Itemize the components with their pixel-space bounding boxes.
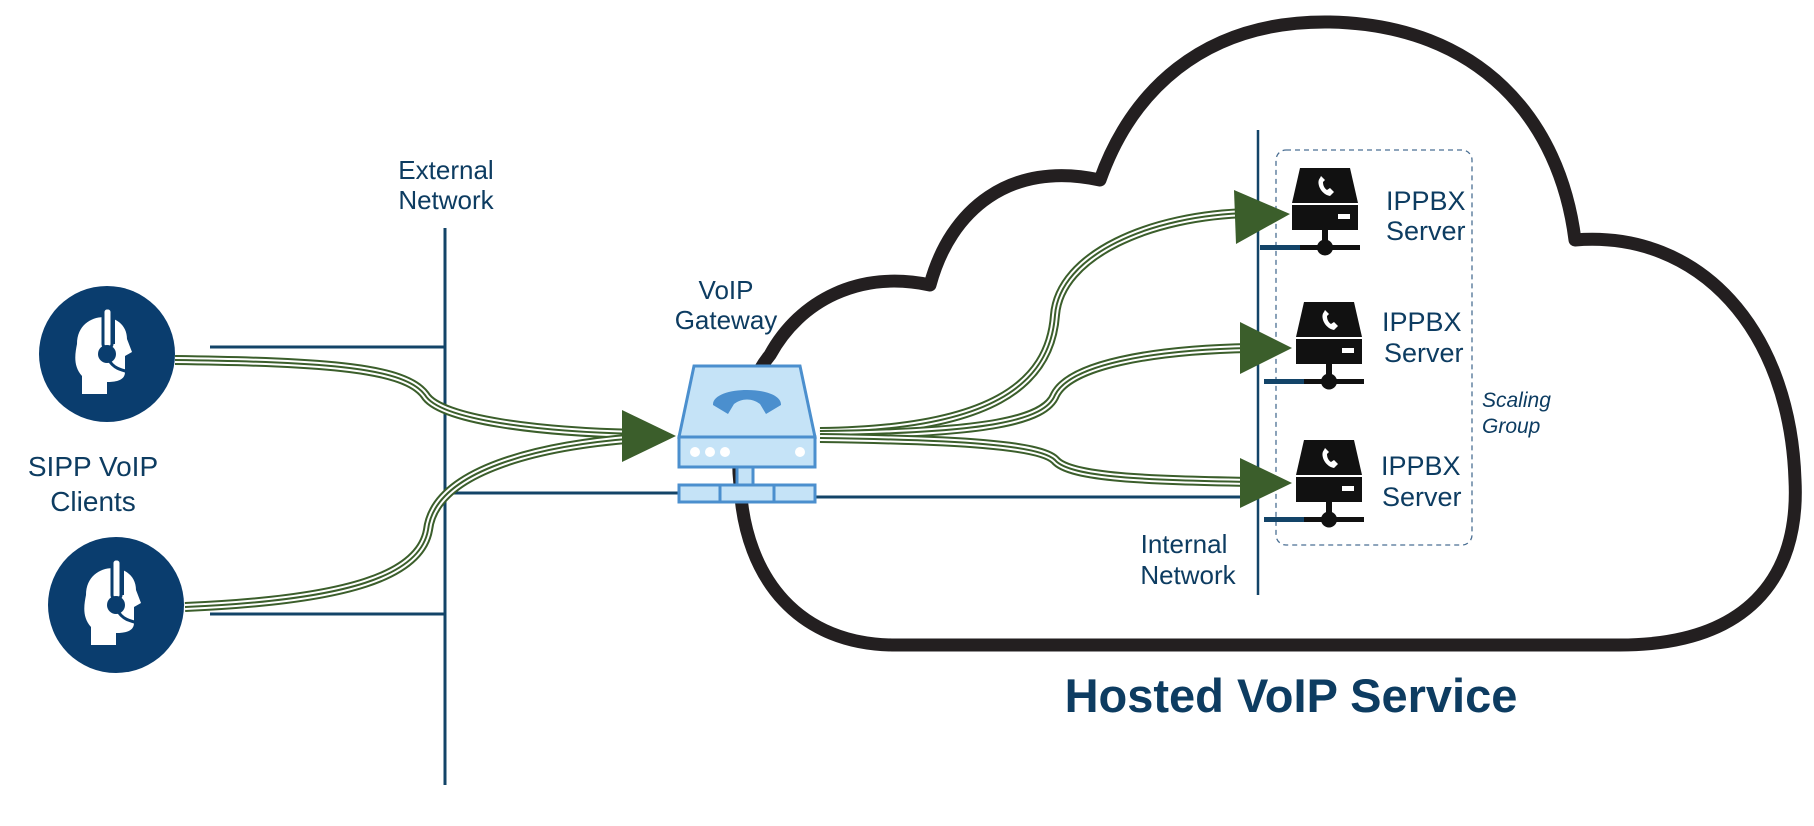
flow-client2-gateway: [184, 433, 641, 612]
arrow-to-server-3: [1240, 458, 1292, 508]
clients-label-line2: Clients: [50, 486, 136, 517]
diagram-title: Hosted VoIP Service: [1065, 669, 1518, 722]
flow-gateway-server2: [819, 343, 1251, 440]
server-2-label-line1: IPPBX: [1382, 307, 1462, 337]
client-2: [48, 537, 184, 673]
ippbx-server-1: [1260, 168, 1360, 256]
server-1-label-line1: IPPBX: [1386, 186, 1466, 216]
cloud-outline: [732, 15, 1802, 652]
server-phone-icon: [1260, 168, 1360, 256]
gateway-label-line1: VoIP: [699, 275, 754, 305]
arrow-to-server-2: [1240, 322, 1292, 374]
scaling-group-label-line2: Group: [1482, 415, 1540, 438]
server-3-label-line1: IPPBX: [1381, 451, 1461, 481]
flow-client1-gateway: [174, 355, 641, 439]
clients-label-line1: SIPP VoIP: [28, 451, 158, 482]
voip-gateway-icon: [677, 364, 817, 504]
arrow-to-gateway: [622, 410, 676, 462]
internal-network-label-line2: Network: [1140, 560, 1236, 590]
server-2-label-line2: Server: [1384, 338, 1464, 368]
server-phone-icon: [1264, 302, 1364, 390]
phone-handset-icon: [712, 390, 782, 414]
scaling-group-label-line1: Scaling: [1482, 389, 1551, 412]
external-network-label-line2: Network: [398, 185, 494, 215]
internal-network-label-line1: Internal: [1141, 529, 1228, 559]
ippbx-server-2: [1264, 302, 1364, 390]
gateway-label-line2: Gateway: [675, 305, 778, 335]
arrow-to-server-1: [1234, 190, 1290, 244]
scaling-group-box: [1275, 149, 1473, 546]
headset-user-icon: [84, 557, 141, 645]
client-1: [39, 286, 175, 422]
server-1-label-line2: Server: [1386, 216, 1466, 246]
ippbx-server-3: [1264, 440, 1364, 528]
flow-gateway-server1: [819, 208, 1251, 437]
external-network-label-line1: External: [398, 155, 493, 185]
flow-gateway-server3: [819, 433, 1251, 487]
server-phone-icon: [1264, 440, 1364, 528]
server-3-label-line2: Server: [1382, 482, 1462, 512]
headset-user-icon: [75, 306, 132, 394]
call-flows: [174, 208, 1251, 612]
